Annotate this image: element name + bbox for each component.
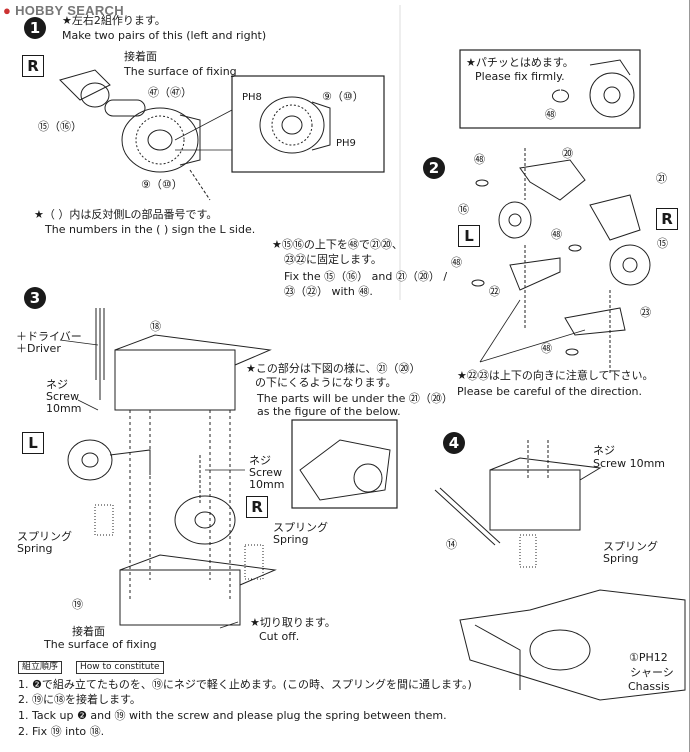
part-15-label: ⑮（⑯） xyxy=(38,120,82,133)
instruction-line-1: 1. ❷で組み立てたものを、⑲にネジで軽く止めます。(この時、スプリングを間に通… xyxy=(18,678,472,691)
chassis-label-en: Chassis xyxy=(628,680,670,693)
step-1-jp: ★左右2組作ります。 xyxy=(62,14,166,27)
watermark-search-text: SEARCH xyxy=(67,3,124,18)
part-67-label: ㊼（㊼） xyxy=(148,86,192,99)
constitute-tag-jp: 組立順序 xyxy=(18,661,63,674)
part-22-label: ㉒ xyxy=(489,285,500,298)
glue-surface-en-step3: The surface of fixing xyxy=(44,638,157,651)
side-label-r-step2: R xyxy=(656,208,678,230)
spring2-label-jp: スプリング xyxy=(273,521,328,534)
under-note-jp-1: ★この部分は下図の様に、㉑（⑳） xyxy=(246,362,421,375)
part-9-label: ⑨（⑩） xyxy=(141,178,183,191)
step-4-number: 4 xyxy=(443,432,465,454)
part-68-label-a: ㊽ xyxy=(474,153,485,166)
part-14-label: ⑭ xyxy=(446,538,457,551)
snap-note-en: Please fix firmly. xyxy=(475,70,565,83)
chassis-label-jp: シャーシ xyxy=(630,666,674,679)
part-23-label: ㉓ xyxy=(640,306,651,319)
screw4-label-jp: ネジ xyxy=(593,444,615,457)
hobbysearch-watermark: ● HOBBY SEARCH xyxy=(3,4,124,18)
spring4-label-jp: スプリング xyxy=(603,540,658,553)
screw-size: 10mm xyxy=(46,402,82,415)
part-20-label: ⑳ xyxy=(562,147,573,160)
screw2-label-en: Screw xyxy=(249,466,283,479)
cut-note-jp: ★切り取ります。 xyxy=(250,616,336,629)
glue-surface-en: The surface of fixing xyxy=(124,65,237,78)
part-68-label-c: ㊽ xyxy=(451,256,462,269)
side-label-l-step3: L xyxy=(22,432,44,454)
under-note-en-1: The parts will be under the ㉑（⑳） xyxy=(257,392,453,405)
part-16-label: ⑯ xyxy=(458,203,469,216)
driver-label-jp: ＋ドライバー xyxy=(16,330,82,343)
part-15-label-step2: ⑮ xyxy=(657,237,668,250)
screw-label-jp: ネジ xyxy=(46,378,68,391)
direction-note-jp: ★㉒㉓は上下の向きに注意して下さい。 xyxy=(457,369,654,382)
direction-note-en: Please be careful of the direction. xyxy=(457,385,643,398)
instruction-line-3: 1. Tack up ❷ and ⑲ with the screw and pl… xyxy=(18,709,447,722)
note-opposite-en: The numbers in the ( ) sign the L side. xyxy=(45,223,256,236)
step-3-number: 3 xyxy=(24,287,46,309)
part-21-label: ㉑ xyxy=(656,172,667,185)
side-label-l-step2: L xyxy=(458,225,480,247)
instruction-line-2: 2. ⑲に⑱を接着します。 xyxy=(18,693,141,706)
side-label-r: R xyxy=(22,55,44,77)
note-opposite-jp: ★（ ）内は反対側Lの部品番号です。 xyxy=(34,208,218,221)
screw2-size: 10mm xyxy=(249,478,285,491)
part-68-label-b: ㊽ xyxy=(551,228,562,241)
chassis-part-label: ①PH12 xyxy=(629,651,668,664)
screw2-label-jp: ネジ xyxy=(249,454,271,467)
part-18-label: ⑱ xyxy=(150,320,161,333)
driver-label-en: ＋Driver xyxy=(16,342,61,355)
instruction-line-4: 2. Fix ⑲ into ⑱. xyxy=(18,725,105,738)
zoom-ph8-label: PH8 xyxy=(242,92,262,103)
step-2-number: 2 xyxy=(423,157,445,179)
snap-note-jp: ★パチッとはめます。 xyxy=(466,56,574,69)
constitute-tag-en: How to constitute xyxy=(76,661,164,674)
side-label-r-step3: R xyxy=(246,496,268,518)
cut-note-en: Cut off. xyxy=(259,630,300,643)
fix-note-jp-2: ㉓㉒に固定します。 xyxy=(284,253,382,266)
spring-label-jp: スプリング xyxy=(17,530,72,543)
part-19-label: ⑲ xyxy=(72,598,83,611)
fix-note-en-1: Fix the ⑮（⑯） and ㉑（⑳） / xyxy=(284,270,448,283)
under-note-jp-2: の下にくるようになります。 xyxy=(255,376,397,389)
spring4-label-en: Spring xyxy=(603,552,639,565)
snap-part-68: ㊽ xyxy=(545,108,556,121)
zoom-part-9-label: ⑨（⑩） xyxy=(322,90,364,103)
step-1-en: Make two pairs of this (left and right) xyxy=(62,29,267,42)
under-note-en-2: as the figure of the below. xyxy=(257,405,401,418)
step-1-number: 1 xyxy=(24,17,46,39)
spring-label-en: Spring xyxy=(17,542,53,555)
fix-note-jp-1: ★⑮⑯の上下を㊽で㉑⑳、 xyxy=(272,238,403,251)
watermark-hobby-text: HOBBY xyxy=(15,3,64,18)
glue-surface-jp-step3: 接着面 xyxy=(72,625,105,638)
screw-label-en: Screw xyxy=(46,390,80,403)
part-68-label-d: ㊽ xyxy=(541,342,552,355)
fix-note-en-2: ㉓（㉒） with ㊽. xyxy=(284,285,373,298)
glue-surface-jp: 接着面 xyxy=(124,50,157,63)
spring2-label-en: Spring xyxy=(273,533,309,546)
hobby-logo-icon: ● xyxy=(3,3,12,18)
screw4-label-en: Screw 10mm xyxy=(593,457,665,470)
zoom-ph9-label: PH9 xyxy=(336,138,356,149)
